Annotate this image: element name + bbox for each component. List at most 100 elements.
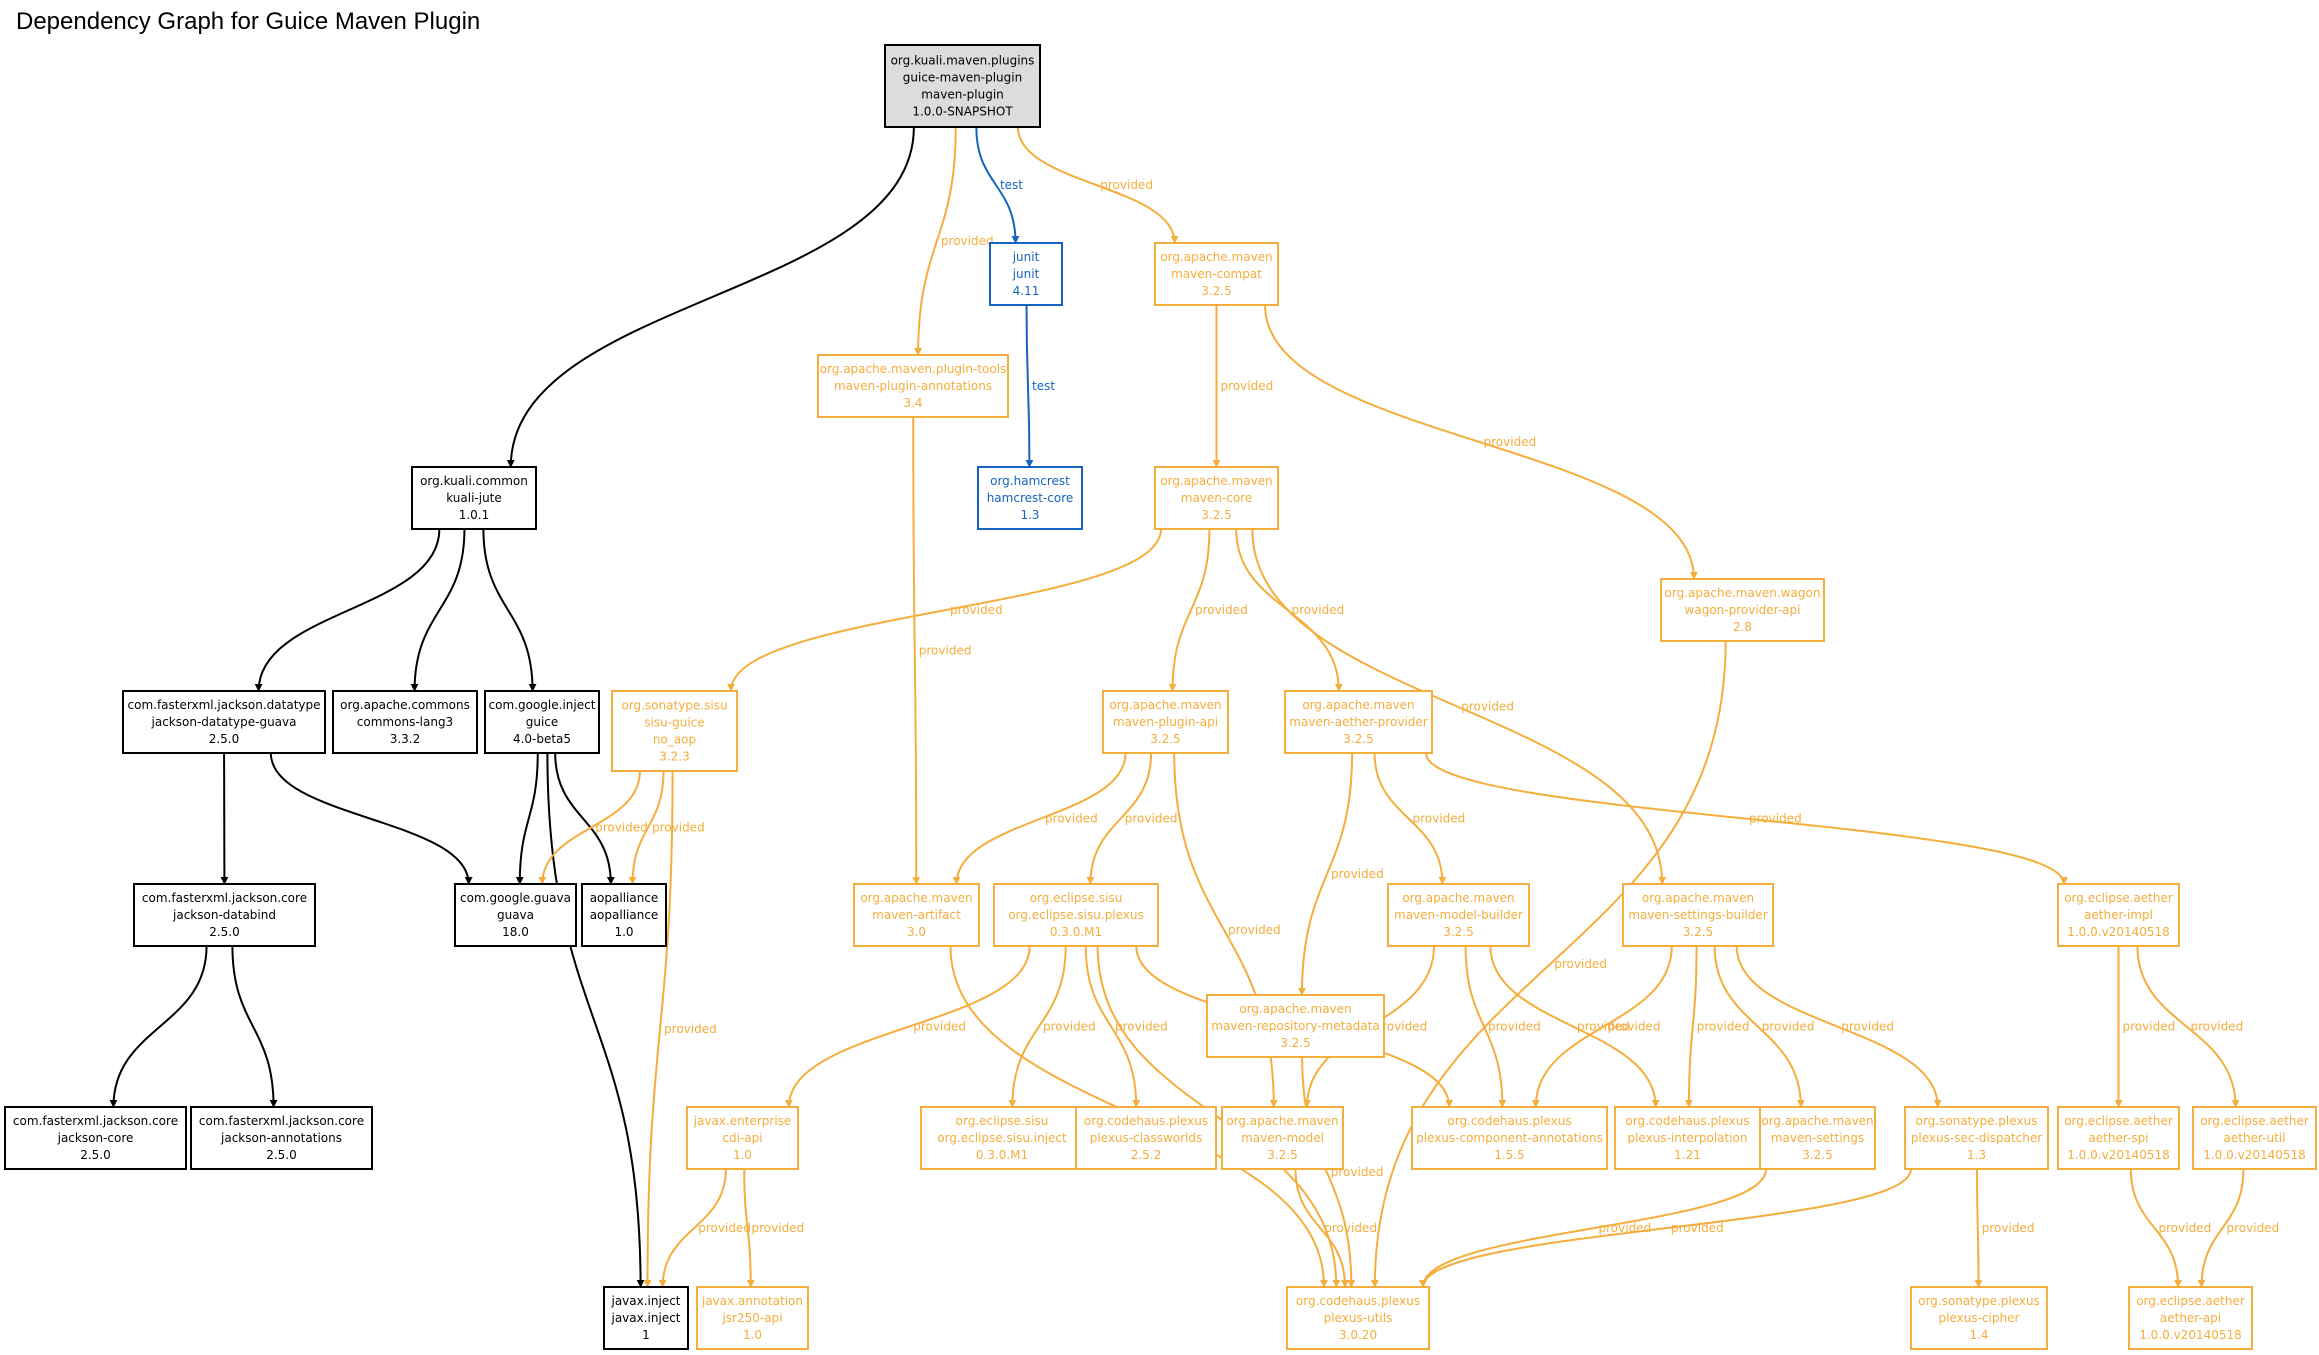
edge-line — [538, 770, 641, 885]
edge-cdi-jsr250: provided — [743, 1168, 804, 1288]
node-label-line: 3.2.5 — [1150, 732, 1181, 746]
node-label-line: plexus-cipher — [1939, 1311, 2020, 1325]
node-box — [1411, 1106, 1608, 1170]
node-label-line: maven-plugin-annotations — [834, 379, 992, 393]
node-box — [2192, 1106, 2317, 1170]
node-label-line: 4.0-beta5 — [513, 732, 571, 746]
node-repometa: org.apache.mavenmaven-repository-metadat… — [1206, 994, 1385, 1058]
edge-compat-mcore: provided — [1212, 304, 1274, 468]
node-label-line: junit — [1012, 250, 1040, 264]
edge-pluginapi-artifact: provided — [952, 752, 1127, 885]
node-compann: org.codehaus.plexusplexus-component-anno… — [1411, 1106, 1608, 1170]
edge-line — [643, 770, 674, 1288]
edge-aetherimpl-aetherutil: provided — [2136, 945, 2244, 1108]
node-label-line: 3.2.5 — [1201, 284, 1232, 298]
node-box — [1286, 1286, 1430, 1350]
edge-label: provided — [698, 1221, 751, 1235]
edge-aetherimpl-aetherspi: provided — [2114, 946, 2175, 1108]
node-label-line: 1.3 — [1020, 508, 1039, 522]
edge-line — [1086, 752, 1153, 885]
node-label-line: 3.2.5 — [1802, 1148, 1833, 1162]
node-box — [696, 1286, 809, 1350]
edge-mcore-aetherprov: provided — [1235, 528, 1344, 692]
node-label-line: 1.0 — [743, 1328, 762, 1342]
node-label-line: org.codehaus.plexus — [1084, 1114, 1208, 1128]
edge-secdisp-plexusutils: provided — [1419, 1168, 1912, 1288]
edge-label: provided — [2191, 1020, 2244, 1034]
edge-label: provided — [1115, 1020, 1168, 1034]
edge-label: provided — [2227, 1221, 2280, 1235]
node-label-line: 1.0.1 — [459, 508, 490, 522]
node-label-line: 1.3 — [1967, 1148, 1986, 1162]
node-label-line: org.apache.maven — [1642, 891, 1754, 905]
edge-label: provided — [1331, 867, 1384, 881]
node-label-line: org.eclipse.sisu — [1030, 891, 1123, 905]
edge-line — [1370, 640, 1727, 1288]
node-label-line: org.apache.maven — [1226, 1114, 1338, 1128]
edge-secdisp-cipher: provided — [1974, 1168, 2034, 1288]
node-label-line: 3.4 — [903, 396, 922, 410]
node-box — [1759, 1106, 1876, 1170]
node-box — [989, 242, 1063, 306]
node-label-line: com.fasterxml.jackson.core — [199, 1114, 364, 1128]
node-box — [1206, 994, 1385, 1058]
edge-jute-guice — [482, 528, 537, 692]
node-box — [1622, 883, 1774, 947]
node-label-line: sisu-guice — [644, 716, 704, 730]
node-box — [1154, 242, 1279, 306]
edge-mcore-pluginapi: provided — [1168, 528, 1248, 692]
node-aetherimpl: org.eclipse.aetheraether-impl1.0.0.v2014… — [2057, 883, 2180, 947]
edge-wagon-plexusutils: provided — [1370, 640, 1727, 1288]
node-label-line: aopalliance — [590, 908, 659, 922]
edge-label: provided — [1461, 700, 1514, 714]
edge-line — [269, 752, 473, 885]
node-box — [1614, 1106, 1761, 1170]
node-label-line: 4.11 — [1013, 284, 1040, 298]
node-label-line: maven-repository-metadata — [1211, 1019, 1379, 1033]
edge-label: provided — [1195, 603, 1248, 617]
edge-label: provided — [1228, 923, 1281, 937]
node-label-line: 3.2.5 — [1343, 732, 1374, 746]
node-label-line: aether-api — [2160, 1311, 2221, 1325]
node-wagon: org.apache.maven.wagonwagon-provider-api… — [1660, 578, 1825, 642]
edge-label: provided — [1221, 379, 1274, 393]
edge-line — [1713, 945, 1805, 1108]
edge-line — [912, 416, 921, 885]
edge-label: provided — [1762, 1020, 1815, 1034]
node-label-line: maven-settings — [1771, 1131, 1864, 1145]
node-label-line: org.apache.maven — [1160, 474, 1272, 488]
edge-label: provided — [1608, 1020, 1661, 1034]
node-box — [411, 466, 537, 530]
edge-line — [410, 528, 466, 692]
node-jcore: com.fasterxml.jackson.corejackson-core2.… — [4, 1106, 187, 1170]
edge-guice-gguava — [515, 752, 539, 885]
edge-line — [914, 126, 957, 356]
edge-line — [515, 752, 539, 885]
edge-guice-javaxinject — [546, 752, 645, 1288]
edge-label: provided — [1697, 1020, 1750, 1034]
node-box — [133, 883, 316, 947]
node-label-line: 2.8 — [1733, 620, 1752, 634]
node-label-line: org.eclipse.sisu.plexus — [1008, 908, 1144, 922]
edge-line — [109, 945, 208, 1108]
edge-line — [1251, 528, 1667, 885]
node-databind: com.fasterxml.jackson.corejackson-databi… — [133, 883, 316, 947]
node-label-line: 1.0.0.v20140518 — [2139, 1328, 2242, 1342]
node-box — [484, 690, 600, 754]
edge-mcore-sisuguice: provided — [727, 528, 1162, 692]
node-label-line: org.sonatype.plexus — [1916, 1114, 2038, 1128]
edge-label: provided — [1841, 1020, 1894, 1034]
node-box — [884, 44, 1041, 128]
node-label-line: maven-model — [1241, 1131, 1324, 1145]
node-aetherprov: org.apache.mavenmaven-aether-provider3.2… — [1284, 690, 1433, 754]
